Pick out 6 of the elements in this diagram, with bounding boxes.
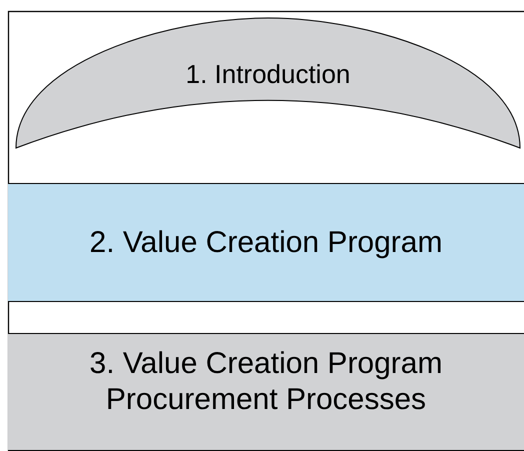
band-box: [8, 333, 524, 451]
band-label: 3. Value Creation Program Procurement Processes: [88, 346, 444, 418]
arc-shape: [15, 17, 521, 149]
band-label: 2. Value Creation Program: [88, 224, 444, 260]
band-box: [8, 183, 524, 302]
band-label: 1. Introduction: [184, 59, 352, 91]
